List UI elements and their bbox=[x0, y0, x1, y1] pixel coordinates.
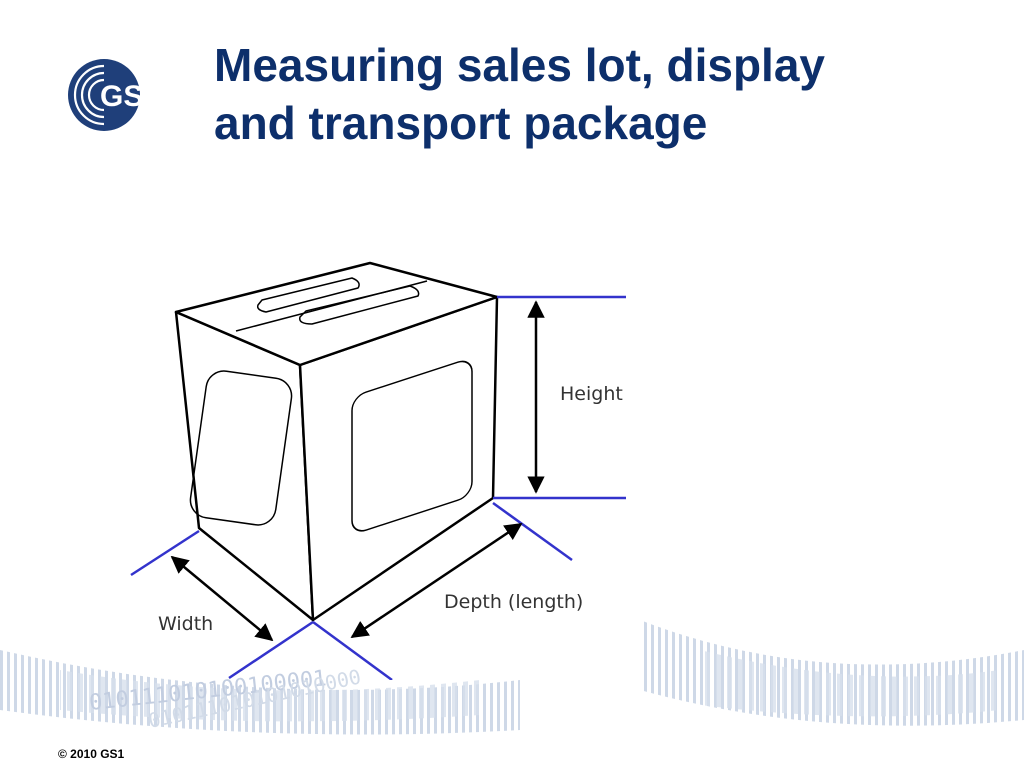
barcode-decoration: 010111010100100001 010111010101010000 bbox=[0, 620, 1024, 735]
top-handle-front bbox=[299, 285, 420, 325]
depth-label: Depth (length) bbox=[444, 591, 583, 613]
front-window bbox=[189, 370, 293, 526]
width-arrow bbox=[170, 555, 274, 642]
height-label: Height bbox=[560, 383, 623, 405]
side-window bbox=[351, 360, 473, 532]
copyright-text: © 2010 GS1 bbox=[58, 747, 125, 761]
top-handle-back bbox=[256, 277, 360, 313]
box-dimensions-diagram: Height Depth (length) Width bbox=[130, 261, 626, 680]
page-title: Measuring sales lot, display and transpo… bbox=[214, 36, 954, 152]
height-dimension: Height bbox=[493, 295, 626, 500]
logo-text: GS1 bbox=[100, 80, 160, 113]
width-label: Width bbox=[158, 613, 213, 635]
package-box bbox=[174, 261, 499, 622]
title-line-1: Measuring sales lot, display bbox=[214, 39, 825, 91]
depth-dimension: Depth (length) bbox=[312, 501, 583, 680]
width-dimension: Width bbox=[130, 529, 314, 680]
gs1-logo: GS1 bbox=[68, 59, 160, 131]
title-line-2: and transport package bbox=[214, 97, 708, 149]
depth-arrow bbox=[350, 522, 523, 639]
